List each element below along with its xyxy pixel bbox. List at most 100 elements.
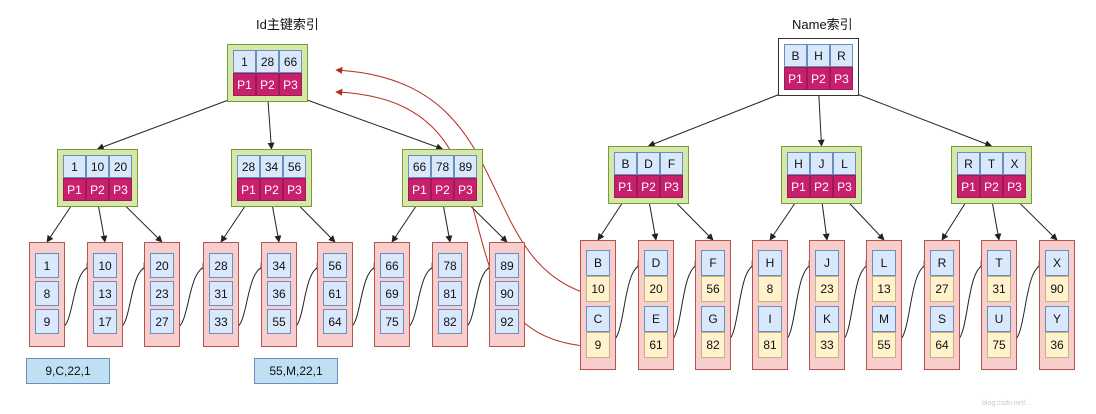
id-leaf-key: 55 bbox=[267, 309, 291, 334]
name-leaf-key: B bbox=[586, 250, 610, 276]
id-root-node-key: 66 bbox=[279, 50, 302, 73]
row-label-2: 55,M,22,1 bbox=[254, 358, 338, 384]
id-leaf-key: 90 bbox=[495, 281, 519, 306]
id-leaf-key: 8 bbox=[35, 281, 59, 306]
name-internal-node-pointer: P1 bbox=[957, 175, 980, 198]
id-internal-node-key: 89 bbox=[454, 155, 477, 178]
id-internal-edge bbox=[120, 200, 163, 243]
name-leaf-id: 61 bbox=[644, 332, 668, 358]
name-internal-node-key: J bbox=[810, 152, 833, 175]
id-internal-node-key: 10 bbox=[86, 155, 109, 178]
name-root-node-key: H bbox=[807, 44, 830, 67]
id-leaf-key: 64 bbox=[323, 309, 347, 334]
name-internal-edge bbox=[821, 197, 830, 241]
name-leaf-key: T bbox=[987, 250, 1011, 276]
name-leaf-key: K bbox=[815, 306, 839, 332]
id-internal-node-pointer: P1 bbox=[63, 178, 86, 201]
id-leaf-key: 17 bbox=[93, 309, 117, 334]
id-internal-node-key: 20 bbox=[109, 155, 132, 178]
name-leaf-id: 81 bbox=[758, 332, 782, 358]
name-leaf-id: 8 bbox=[758, 276, 782, 302]
id-leaf-key: 36 bbox=[267, 281, 291, 306]
id-leaf-key: 33 bbox=[209, 309, 233, 334]
name-leaf-key: J bbox=[815, 250, 839, 276]
name-root-node-key: B bbox=[784, 44, 807, 67]
id-leaf-key: 23 bbox=[150, 281, 174, 306]
id-internal-node-pointer: P1 bbox=[408, 178, 431, 201]
id-internal-node-pointer: P2 bbox=[86, 178, 109, 201]
name-internal-node-key: H bbox=[787, 152, 810, 175]
id-internal-node-key: 56 bbox=[283, 155, 306, 178]
id-index-title: Id主键索引 bbox=[256, 17, 319, 32]
name-internal-node-pointer: P3 bbox=[833, 175, 856, 198]
tree-edges bbox=[46, 87, 1058, 243]
name-internal-edge bbox=[1014, 197, 1058, 241]
id-internal-node-key: 78 bbox=[431, 155, 454, 178]
name-internal-node-pointer: P2 bbox=[637, 175, 660, 198]
name-leaf-id: 64 bbox=[930, 332, 954, 358]
name-internal-node-pointer: P2 bbox=[810, 175, 833, 198]
id-leaf-key: 28 bbox=[209, 253, 233, 278]
name-internal-node-key: T bbox=[980, 152, 1003, 175]
name-internal-edge bbox=[671, 197, 714, 241]
name-internal-node-key: X bbox=[1003, 152, 1026, 175]
id-internal-edge bbox=[97, 200, 108, 243]
name-leaf-id: 13 bbox=[872, 276, 896, 302]
name-leaf-id: 23 bbox=[815, 276, 839, 302]
name-leaf-key: G bbox=[701, 306, 725, 332]
id-root-node-key: 1 bbox=[233, 50, 256, 73]
id-leaf-key: 9 bbox=[35, 309, 59, 334]
id-root-node-pointer: P1 bbox=[233, 73, 256, 96]
id-root-node-key: 28 bbox=[256, 50, 279, 73]
id-internal-node-pointer: P2 bbox=[260, 178, 283, 201]
name-root-node-key: R bbox=[830, 44, 853, 67]
name-internal-node-pointer: P3 bbox=[1003, 175, 1026, 198]
id-internal-node-pointer: P3 bbox=[283, 178, 306, 201]
watermark: blog.csdn.net/... bbox=[982, 400, 1032, 407]
row-label-1: 9,C,22,1 bbox=[26, 358, 110, 384]
name-leaf-key: H bbox=[758, 250, 782, 276]
id-root-node-pointer: P2 bbox=[256, 73, 279, 96]
name-leaf-key: X bbox=[1045, 250, 1069, 276]
id-leaf-key: 20 bbox=[150, 253, 174, 278]
name-index-title: Name索引 bbox=[792, 17, 853, 32]
name-leaf-id: 27 bbox=[930, 276, 954, 302]
name-internal-node-pointer: P1 bbox=[614, 175, 637, 198]
name-leaf-id: 33 bbox=[815, 332, 839, 358]
name-leaf-id: 10 bbox=[586, 276, 610, 302]
id-leaf-key: 27 bbox=[150, 309, 174, 334]
name-leaf-id: 55 bbox=[872, 332, 896, 358]
name-leaf-id: 90 bbox=[1045, 276, 1069, 302]
name-leaf-key: U bbox=[987, 306, 1011, 332]
name-leaf-key: F bbox=[701, 250, 725, 276]
name-internal-edge bbox=[648, 197, 659, 241]
id-root-edge bbox=[290, 93, 444, 151]
name-internal-node-pointer: P1 bbox=[787, 175, 810, 198]
id-leaf-key: 31 bbox=[209, 281, 233, 306]
name-internal-node-key: L bbox=[833, 152, 856, 175]
name-internal-node-key: F bbox=[660, 152, 683, 175]
id-leaf-key: 1 bbox=[35, 253, 59, 278]
id-leaf-key: 61 bbox=[323, 281, 347, 306]
id-internal-edge bbox=[46, 200, 75, 243]
id-leaf-key: 34 bbox=[267, 253, 291, 278]
id-leaf-key: 89 bbox=[495, 253, 519, 278]
id-internal-edge bbox=[442, 200, 453, 243]
name-leaf-id: 82 bbox=[701, 332, 725, 358]
name-root-node-pointer: P3 bbox=[830, 67, 853, 90]
id-leaf-key: 81 bbox=[438, 281, 462, 306]
id-leaf-key: 92 bbox=[495, 309, 519, 334]
name-root-edge bbox=[817, 87, 825, 147]
name-leaf-key: S bbox=[930, 306, 954, 332]
name-internal-edge bbox=[769, 197, 799, 241]
name-leaf-key: E bbox=[644, 306, 668, 332]
name-leaf-id: 31 bbox=[987, 276, 1011, 302]
name-root-node-pointer: P2 bbox=[807, 67, 830, 90]
id-internal-edge bbox=[220, 200, 249, 243]
name-leaf-id: 9 bbox=[586, 332, 610, 358]
id-root-node-pointer: P3 bbox=[279, 73, 302, 96]
name-internal-node-key: D bbox=[637, 152, 660, 175]
name-root-edge bbox=[647, 87, 796, 147]
id-internal-node-pointer: P3 bbox=[109, 178, 132, 201]
name-leaf-key: C bbox=[586, 306, 610, 332]
